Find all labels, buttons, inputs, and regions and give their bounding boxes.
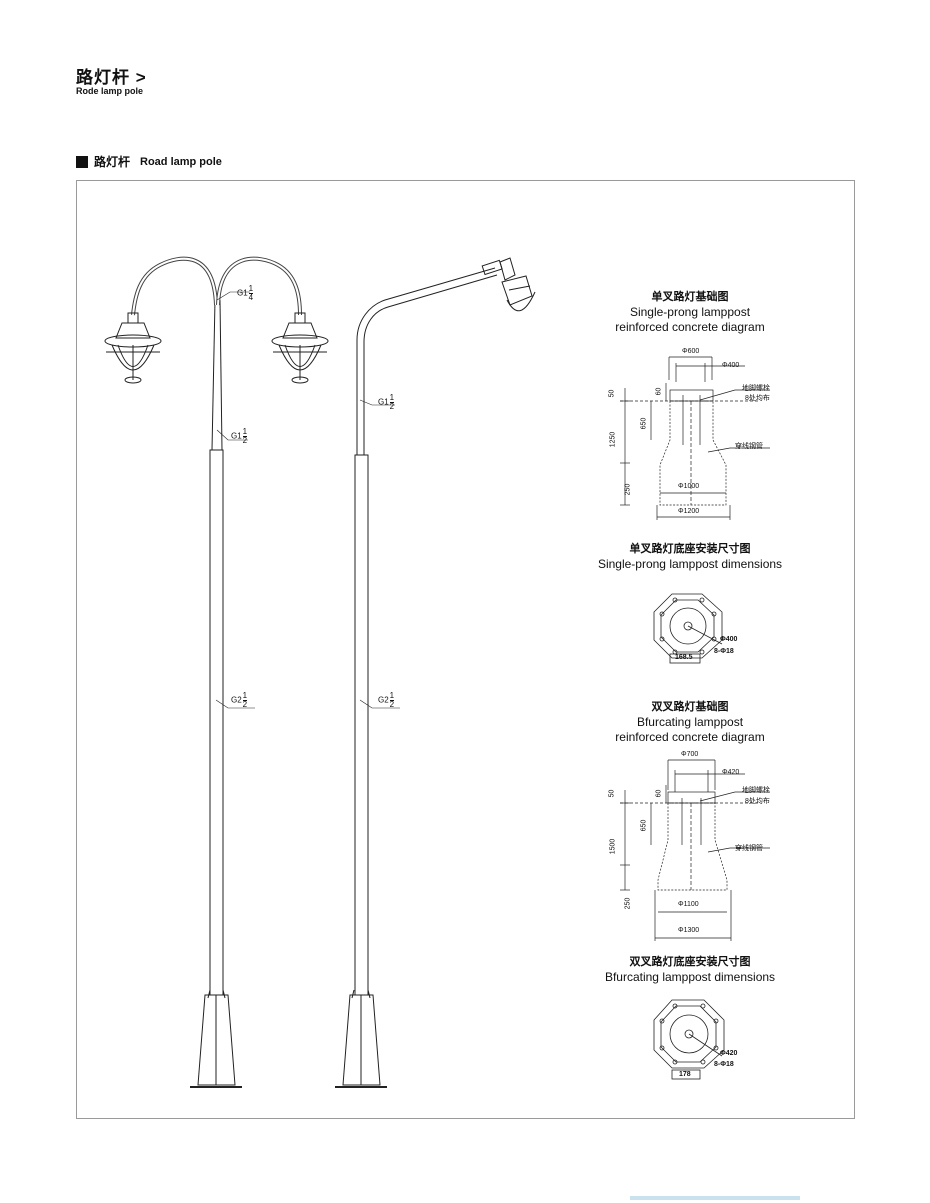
- single-arm-pole: [335, 257, 536, 1088]
- base1-circle-dim: Φ400: [720, 636, 738, 643]
- base1-holes-dim: 8-Φ18: [714, 648, 734, 655]
- note-cable-pipe: 穿线钢管: [735, 443, 763, 450]
- dim-1250: 1250: [609, 431, 617, 448]
- bifurcating-foundation: [620, 759, 770, 941]
- note-anchor-bolt: 地脚螺栓: [742, 385, 770, 392]
- note2-anchor-bolt: 地脚螺栓: [742, 787, 770, 794]
- base2-holes-dim: 8-Φ18: [714, 1061, 734, 1068]
- dim-60: 60: [655, 387, 663, 396]
- footer-bar: [630, 1196, 800, 1200]
- right-lantern: [271, 312, 329, 384]
- bifurcating-foundation-caption: 双叉路灯基础图 Bfurcating lamppost reinforced c…: [615, 701, 765, 744]
- single-prong-foundation: [620, 356, 770, 520]
- dim-bottom-inner: Φ1000: [678, 483, 700, 490]
- note2-anchor-count: 8处均布: [745, 798, 770, 805]
- dim-250: 250: [624, 483, 632, 496]
- base2-offset-dim: 178: [679, 1071, 691, 1078]
- section-heading: 路灯杆 Road lamp pole: [76, 153, 222, 170]
- section-title-en: Road lamp pole: [140, 155, 222, 168]
- dim-bottom-outer: Φ1200: [678, 508, 700, 515]
- base2-circle-dim: Φ420: [720, 1050, 738, 1057]
- dim2-bottom-inner: Φ1100: [678, 901, 699, 908]
- note2-cable-pipe: 穿线钢管: [735, 845, 763, 852]
- dim-50: 50: [608, 389, 616, 398]
- single-prong-base-plate: [653, 593, 723, 664]
- dim-top-width: Φ600: [682, 348, 700, 355]
- dim2-top-width: Φ700: [681, 751, 699, 758]
- base1-offset-dim: 168.5: [675, 654, 693, 661]
- single-prong-foundation-caption: 单叉路灯基础图 Single-prong lamppost reinforced…: [615, 291, 765, 334]
- single-prong-base-caption: 单叉路灯底座安装尺寸图 Single-prong lamppost dimens…: [597, 543, 783, 571]
- dim2-bolt-circle: Φ420: [722, 769, 740, 776]
- left-lantern: [104, 312, 162, 384]
- section-title-cn: 路灯杆: [94, 155, 131, 169]
- dim2-250: 250: [624, 897, 632, 910]
- bifurcating-base-caption: 双叉路灯底座安装尺寸图 Bfurcating lamppost dimensio…: [604, 956, 776, 984]
- double-arm-pole: [104, 256, 329, 1088]
- note-anchor-count: 8处均布: [745, 395, 770, 402]
- dim-650: 650: [640, 417, 648, 430]
- dim2-50: 50: [608, 789, 616, 798]
- diagram-frame: [76, 180, 855, 1119]
- bifurcating-base-plate: [653, 999, 725, 1080]
- single-lantern: [481, 257, 536, 312]
- dim2-650: 650: [640, 819, 648, 832]
- page-title: 路灯杆 >: [76, 68, 147, 87]
- dim2-bottom-outer: Φ1300: [678, 927, 700, 934]
- dim2-1500: 1500: [609, 838, 617, 855]
- dim-bolt-circle: Φ400: [722, 362, 740, 369]
- page-subtitle: Rode lamp pole: [76, 86, 144, 96]
- dim2-60: 60: [655, 789, 663, 798]
- section-square-icon: [76, 155, 88, 168]
